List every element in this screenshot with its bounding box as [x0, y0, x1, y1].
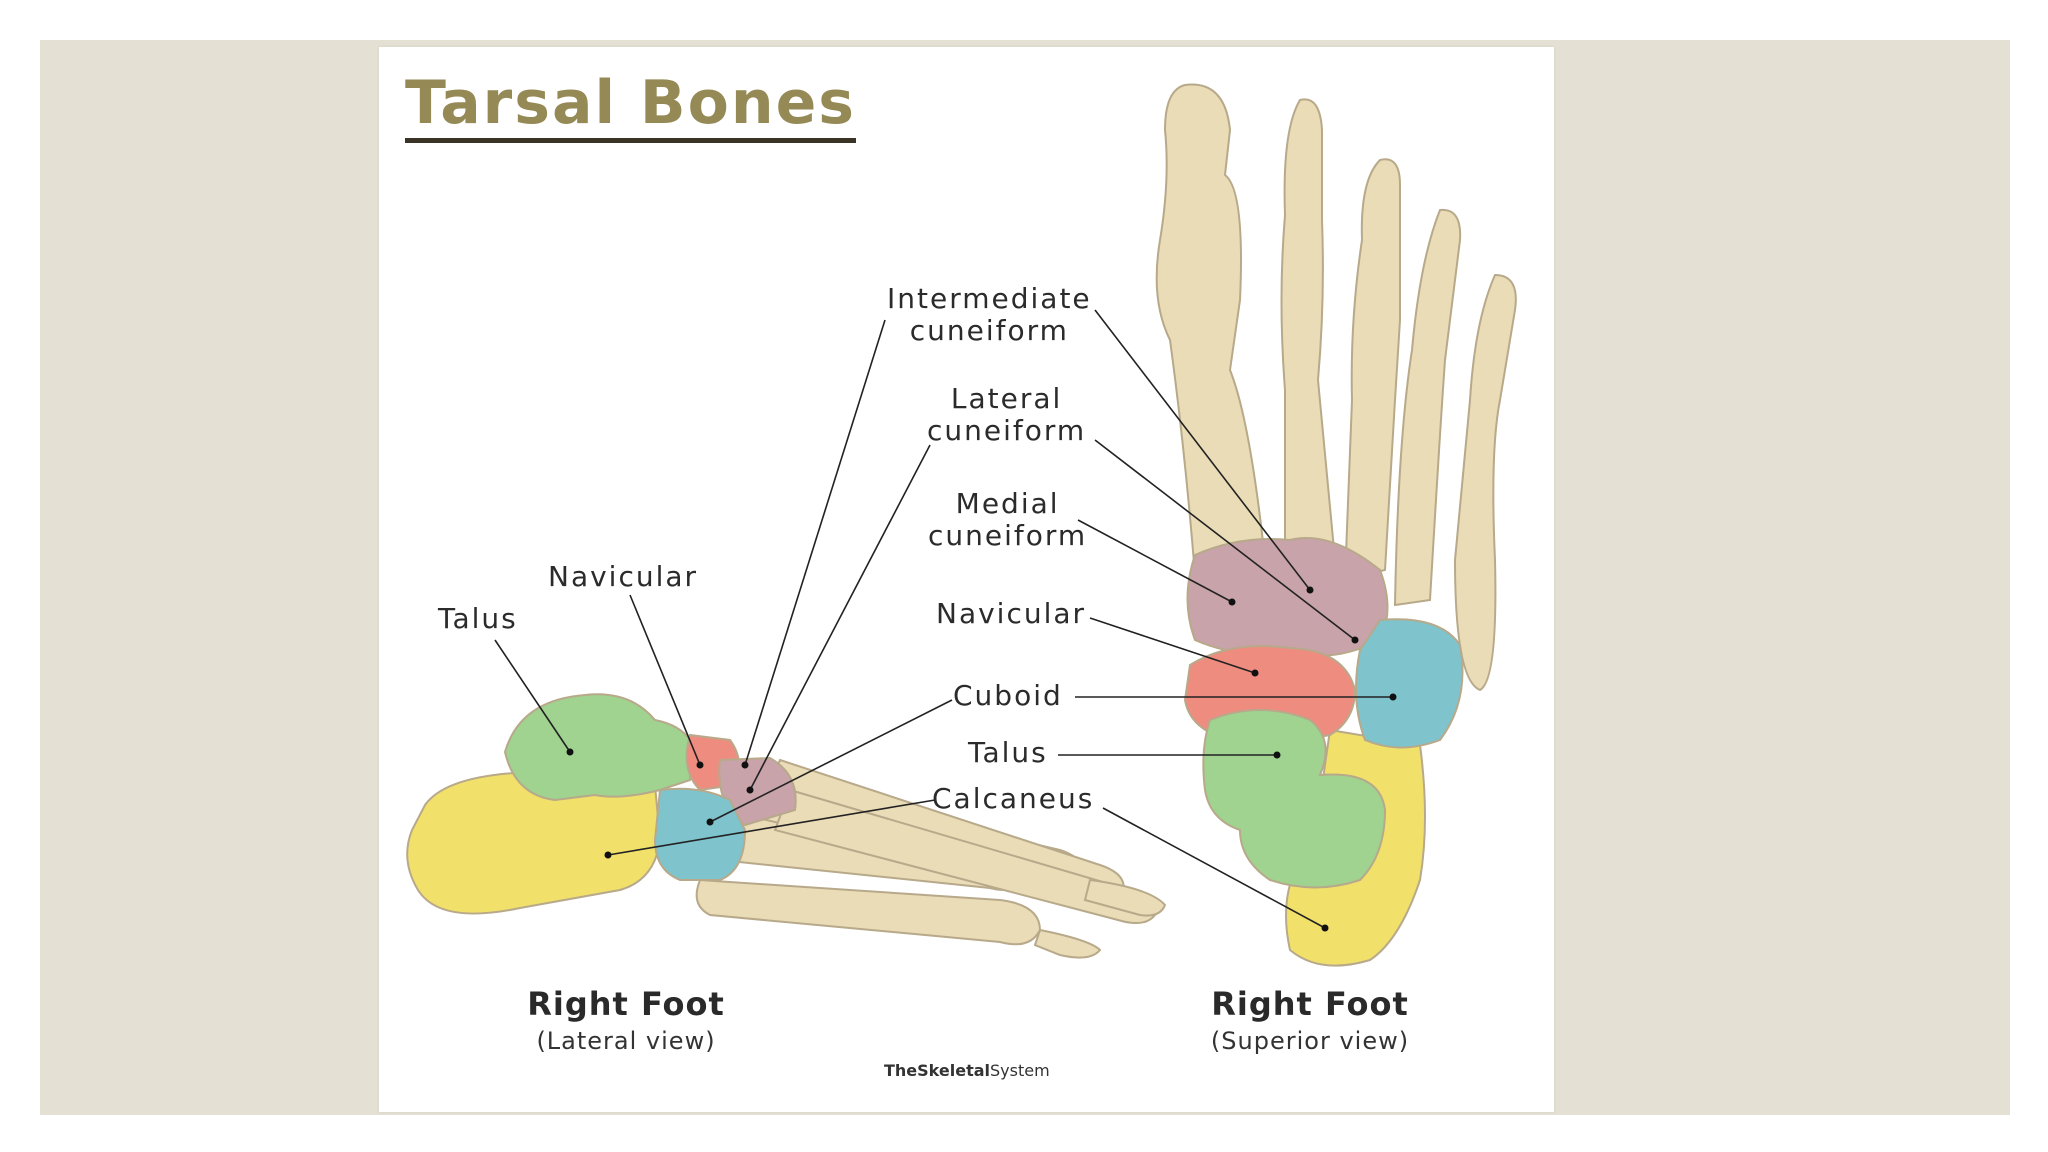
leader-intermediate-cuneiform-lateral — [744, 319, 886, 766]
leader-dot-medial-cuneiform — [1228, 598, 1236, 606]
label-talus-superior: Talus — [968, 736, 1048, 769]
label-navicular-lateral: Navicular — [548, 560, 699, 593]
leader-dot-calcaneus-lateral — [604, 851, 612, 859]
leader-lateral-cuneiform-lateral — [749, 444, 931, 791]
leader-dot-cuboid-superior — [1389, 693, 1397, 701]
leader-dot-lateral-cuneiform-lateral — [746, 786, 754, 794]
label-talus-lateral: Talus — [438, 602, 518, 635]
label-navicular-superior: Navicular — [936, 597, 1087, 630]
leader-lateral-navicular — [629, 594, 701, 766]
superior-foot — [1155, 83, 1517, 967]
leader-dot-intermediate-cuneiform-superior — [1306, 586, 1314, 594]
leader-lateral-talus — [494, 639, 571, 753]
superior-cuboid-shape — [1355, 618, 1464, 749]
superior-toe-3 — [1343, 158, 1401, 582]
leader-superior-navicular — [1089, 617, 1256, 674]
caption-lateral-subtitle: (Lateral view) — [536, 1027, 716, 1055]
lateral-foot — [406, 693, 1167, 959]
lateral-toe-tip-2 — [1033, 928, 1102, 959]
leader-dot-intermediate-cuneiform-lateral — [741, 761, 749, 769]
lateral-metatarsal-5 — [695, 878, 1042, 946]
leader-dot-cuboid-lateral — [706, 818, 714, 826]
leader-dot-lateral-navicular — [696, 761, 704, 769]
leader-dot-superior-navicular — [1251, 669, 1259, 677]
label-intermediate-cuneiform: Intermediate cuneiform — [887, 282, 1092, 347]
caption-lateral-view: Right Foot (Lateral view) — [466, 985, 786, 1055]
leader-dot-calcaneus-superior — [1321, 924, 1329, 932]
label-lateral-cuneiform: Lateral cuneiform — [927, 382, 1087, 447]
label-medial-cuneiform: Medial cuneiform — [928, 487, 1088, 552]
superior-toe-5 — [1453, 273, 1517, 692]
superior-toe-1 — [1155, 83, 1267, 577]
lateral-talus-shape — [503, 693, 691, 802]
label-cuboid: Cuboid — [953, 679, 1063, 712]
logo-regular-part: System — [990, 1061, 1050, 1080]
logo-bold-part: TheSkeletal — [884, 1061, 991, 1080]
caption-superior-subtitle: (Superior view) — [1210, 1027, 1410, 1055]
lateral-calcaneus-shape — [406, 770, 662, 915]
site-logo: TheSkeletalSystem — [884, 1061, 1050, 1080]
lateral-metatarsals — [695, 758, 1167, 959]
leader-intermediate-cuneiform-superior — [1094, 309, 1311, 591]
label-calcaneus: Calcaneus — [932, 782, 1095, 815]
superior-toes — [1155, 83, 1517, 692]
leader-calcaneus-lateral — [607, 799, 936, 856]
leader-medial-cuneiform — [1077, 519, 1233, 603]
leader-lateral-cuneiform-superior — [1094, 439, 1356, 641]
leader-cuboid-lateral — [709, 699, 953, 823]
caption-lateral-title: Right Foot — [527, 985, 725, 1023]
leader-lines — [494, 309, 1397, 932]
page-title: Tarsal Bones — [405, 70, 857, 143]
superior-toe-2 — [1280, 98, 1337, 577]
lateral-cuboid-shape — [653, 787, 747, 881]
leader-dot-lateral-cuneiform-superior — [1351, 636, 1359, 644]
caption-superior-title: Right Foot — [1211, 985, 1409, 1023]
leader-dot-superior-talus — [1273, 751, 1281, 759]
leader-dot-lateral-talus — [566, 748, 574, 756]
superior-toe-4 — [1393, 208, 1462, 607]
caption-superior-view: Right Foot (Superior view) — [1150, 985, 1470, 1055]
lateral-toe-tip-1 — [1083, 878, 1167, 917]
leader-calcaneus-superior — [1102, 807, 1326, 929]
